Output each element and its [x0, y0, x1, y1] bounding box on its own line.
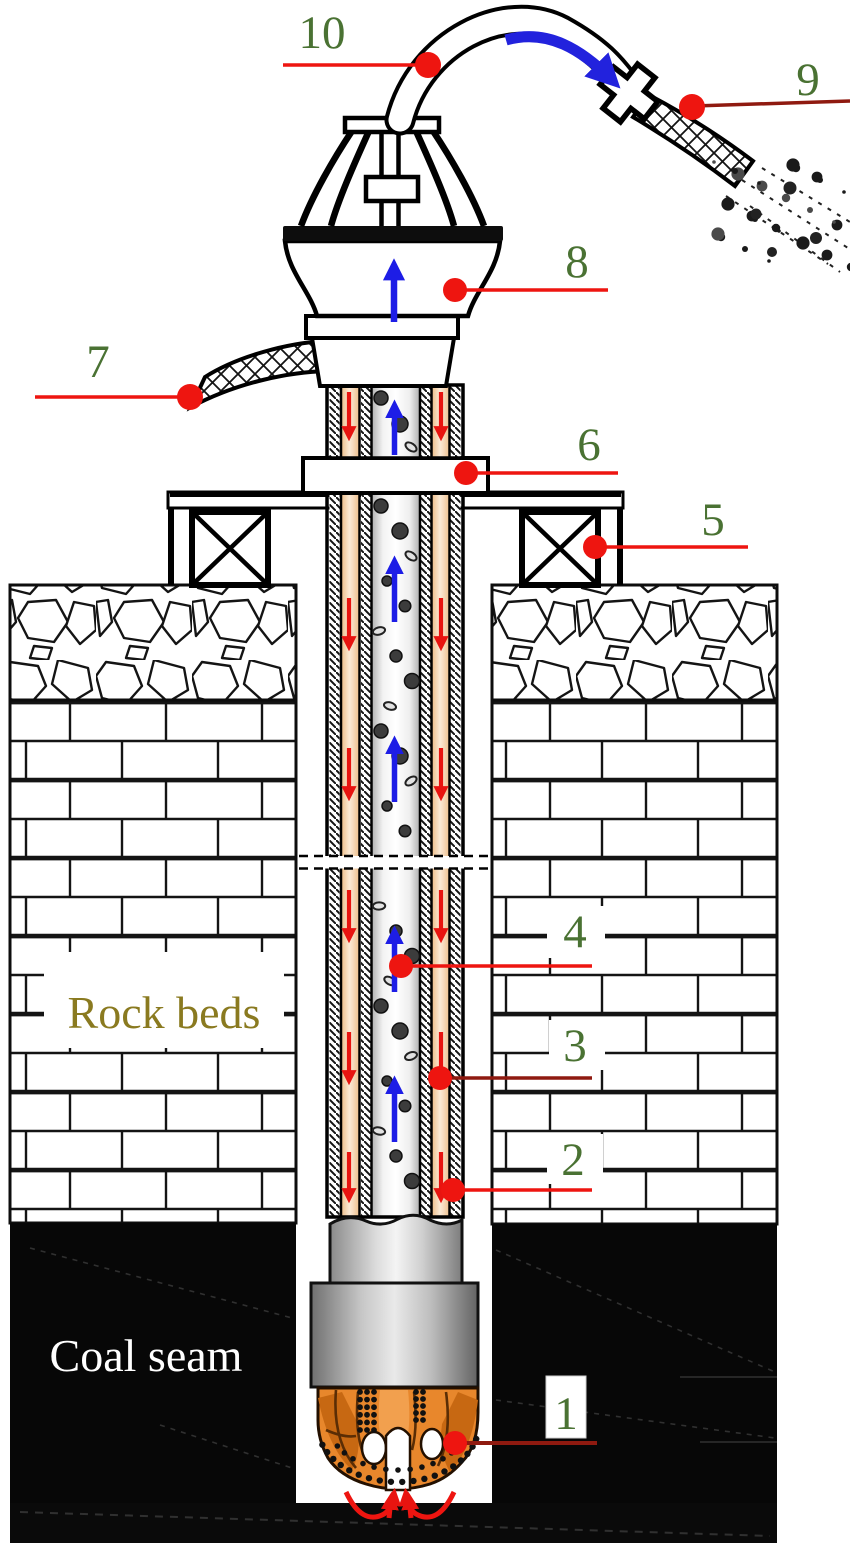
callout-2-annulus: 2 — [441, 1134, 603, 1202]
dot-2 — [441, 1178, 465, 1202]
cuttings-spray — [711, 158, 850, 273]
dot-7 — [177, 384, 203, 410]
callouts: 10 9 8 7 6 5 — [35, 7, 850, 1455]
callout-3-backdrop — [549, 1020, 605, 1070]
callout-label-1: 1 — [554, 1388, 578, 1440]
callout-7-inlet-hose: 7 — [35, 336, 203, 410]
flow-arrows-upper — [341, 392, 449, 455]
callout-label-10: 10 — [299, 7, 346, 59]
swivel-neck-ring — [304, 314, 460, 340]
dot-5 — [583, 535, 607, 559]
callout-3-inner-pipe-wall: 3 — [428, 1020, 605, 1090]
derrick-leg-left — [189, 509, 271, 588]
dot-10 — [415, 52, 441, 78]
dot-9 — [679, 94, 705, 120]
coal-seam-right — [492, 1224, 777, 1504]
swivel-top-cap — [283, 226, 503, 241]
callout-4-backdrop — [547, 906, 605, 958]
callout-4-inner-tube-flow: 4 — [389, 906, 605, 978]
pipe-joint-break — [299, 854, 489, 870]
callout-2-backdrop — [547, 1134, 603, 1184]
dot-4 — [389, 954, 413, 978]
bit-nozzle-left — [360, 1430, 388, 1466]
rock-beds-label: Rock beds — [68, 987, 261, 1038]
callout-label-8: 8 — [565, 236, 589, 288]
ground-strata: Rock beds Coal seam — [8, 583, 779, 1543]
dot-3 — [428, 1066, 452, 1090]
dot-1 — [443, 1431, 467, 1455]
drill-collar — [328, 1213, 464, 1285]
dot-6 — [454, 461, 478, 485]
dual-wall-drill-pipe-lower — [299, 491, 489, 1219]
coal-texture-lines — [19, 1247, 777, 1537]
callout-label-6: 6 — [577, 419, 601, 471]
callout-label-9: 9 — [796, 54, 820, 106]
callout-1-backdrop — [545, 1375, 587, 1439]
dual-wall-drill-pipe-upper — [325, 383, 465, 460]
leader-9 — [693, 99, 850, 108]
soil-cobble-layer-right — [490, 583, 779, 702]
callout-1-drill-bit: 1 — [443, 1375, 597, 1455]
bail-clamp — [363, 174, 421, 204]
callout-5-derrick: 5 — [583, 494, 748, 559]
callout-label-3: 3 — [563, 1020, 587, 1072]
bottom-hole-assembly — [309, 1213, 480, 1520]
bit-nozzle-right — [419, 1427, 445, 1461]
callout-label-2: 2 — [561, 1134, 585, 1186]
bit-body — [309, 1281, 480, 1389]
rock-beds-right — [490, 698, 779, 1226]
under-seam-band — [10, 1503, 777, 1543]
callout-8-swivel: 8 — [443, 236, 608, 302]
callout-9-discharge-hose: 9 — [679, 54, 850, 120]
swivel-neck — [309, 336, 457, 388]
discharge-flow-arrow — [504, 31, 621, 89]
bit-center-slot — [384, 1426, 412, 1492]
callout-label-7: 7 — [86, 336, 110, 388]
bit-flow-arrows — [343, 1487, 457, 1520]
callout-6-flange: 6 — [454, 419, 618, 485]
callout-label-5: 5 — [701, 494, 725, 546]
coal-seam-label: Coal seam — [50, 1330, 243, 1381]
callout-label-4: 4 — [563, 906, 587, 958]
callout-10-gooseneck: 10 — [283, 7, 441, 78]
dot-8 — [443, 278, 467, 302]
coal-seam-left — [10, 1223, 296, 1504]
tube-particles-lower — [371, 498, 421, 1190]
rock-beds-label-backdrop — [44, 952, 284, 1048]
soil-cobble-layer-left — [8, 583, 298, 702]
